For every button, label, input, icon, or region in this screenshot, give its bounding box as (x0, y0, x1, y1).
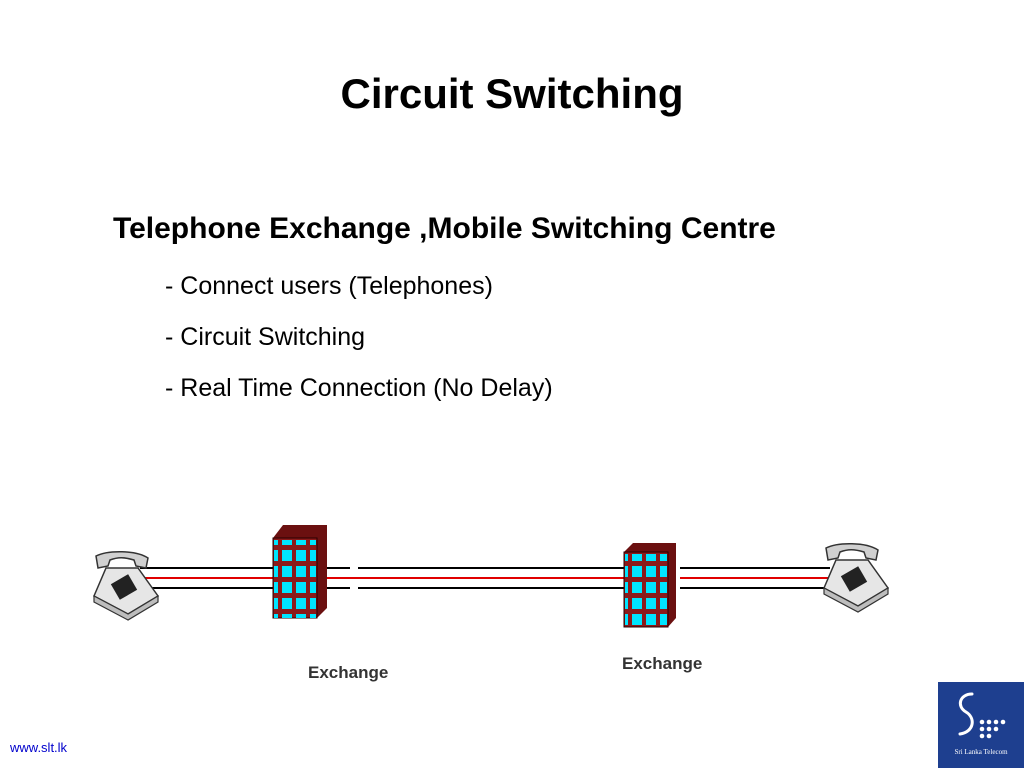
slt-logo: Sri Lanka Telecom (938, 682, 1024, 768)
bullet-item: - Circuit Switching (165, 323, 366, 351)
logo-caption: Sri Lanka Telecom (954, 748, 1008, 756)
connection-lines (140, 567, 830, 589)
telephone-left-icon (93, 551, 160, 621)
exchange-left-icon (272, 525, 327, 619)
bullet-item: - Real Time Connection (No Delay) (165, 374, 553, 402)
footer-url-link[interactable]: www.slt.lk (10, 740, 68, 755)
slt-logo-icon (958, 692, 1006, 739)
exchange-right-icon (623, 543, 676, 628)
slide-heading: Telephone Exchange ,Mobile Switching Cen… (113, 212, 776, 245)
telephone-right-icon (823, 543, 890, 613)
bullet-list: - Connect users (Telephones) - Circuit S… (165, 270, 553, 423)
exchange-left-label: Exchange (308, 663, 389, 682)
bullet-item: - Connect users (Telephones) (165, 272, 493, 300)
exchange-right-label: Exchange (622, 654, 703, 673)
circuit-diagram (93, 525, 890, 628)
slide-title: Circuit Switching (340, 70, 684, 117)
